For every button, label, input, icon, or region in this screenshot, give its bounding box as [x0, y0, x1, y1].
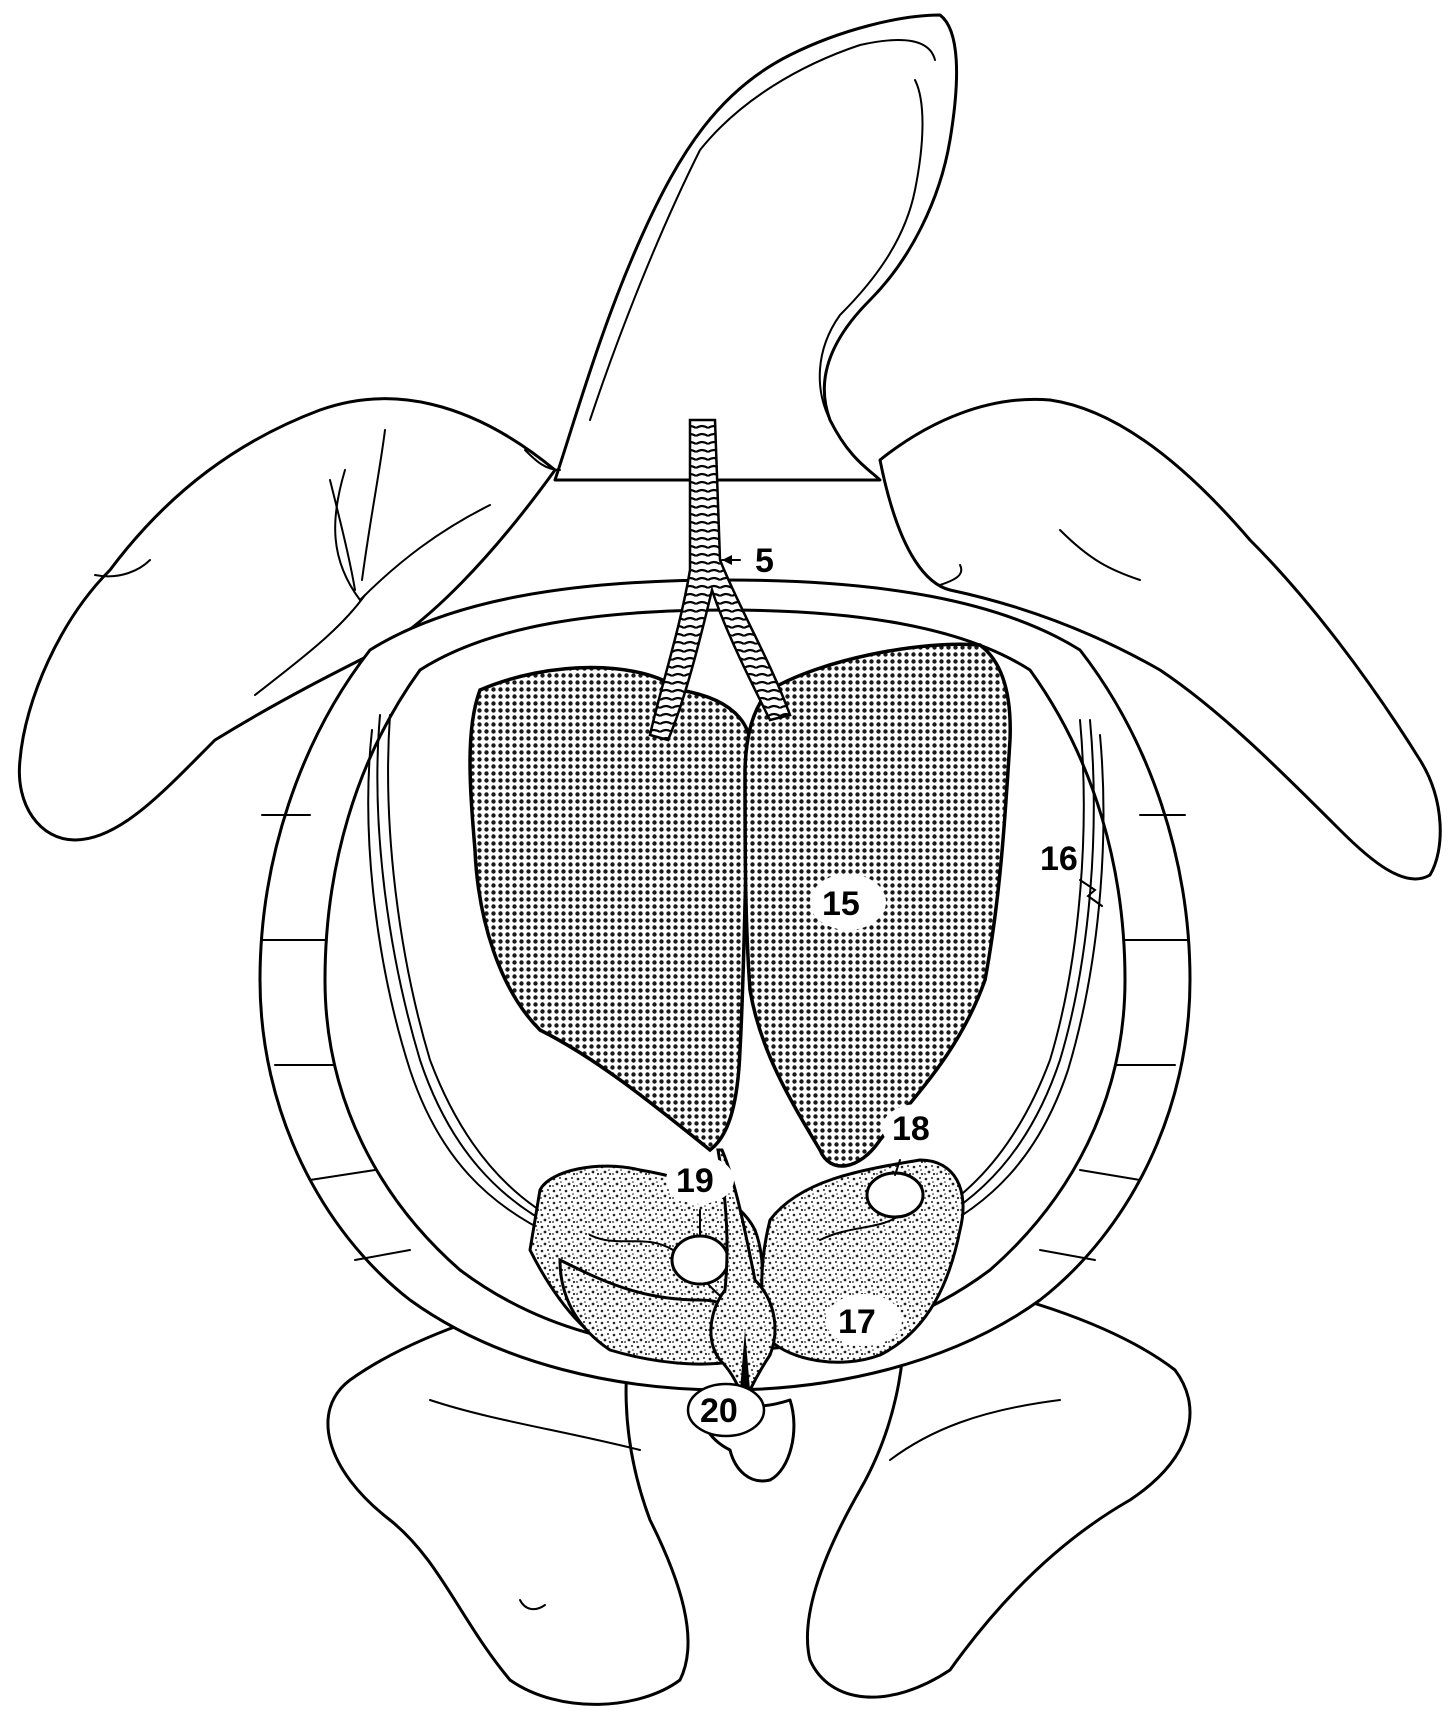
label-trachea: 5: [755, 542, 774, 580]
label-kidney: 17: [838, 1303, 876, 1341]
label-lungs: 15: [822, 885, 860, 923]
label-oviduct: 19: [676, 1162, 714, 1200]
label-gonad: 18: [892, 1110, 930, 1148]
gonad-right: [867, 1173, 923, 1217]
label-cloaca: 20: [700, 1392, 738, 1430]
label-peritoneum: 16: [1040, 840, 1078, 878]
head-neck: [555, 15, 957, 480]
gonad-left: [672, 1236, 728, 1284]
